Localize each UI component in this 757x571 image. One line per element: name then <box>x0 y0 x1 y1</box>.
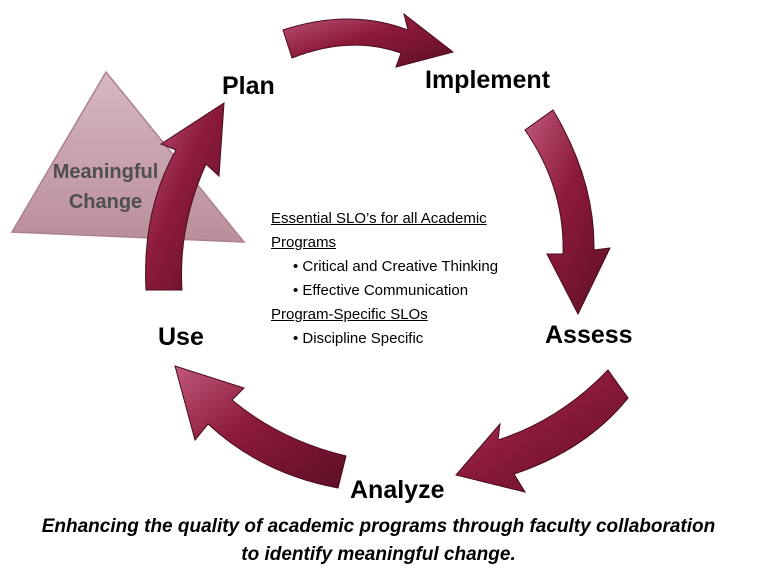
arrow-use-to-plan <box>145 102 225 291</box>
program-specific-heading: Program-Specific SLOs <box>271 306 428 323</box>
arrow-analyze-to-use <box>174 365 347 489</box>
essential-slo-heading-line-1: Essential SLO’s for all Academic <box>271 210 487 227</box>
meaningful-change-label: Meaningful Change <box>28 157 183 217</box>
stage-plan: Plan <box>222 72 275 100</box>
slo-text-box: Essential SLO’s for all Academic Program… <box>271 207 546 351</box>
stage-assess: Assess <box>545 321 633 349</box>
arrow-assess-to-analyze <box>455 369 629 493</box>
caption-line-2: to identify meaningful change. <box>241 544 516 565</box>
caption-line-1: Enhancing the quality of academic progra… <box>41 516 716 537</box>
meaningful-change-line-2: Change <box>68 191 143 213</box>
slo-bullet-communication: • Effective Communication <box>293 282 469 299</box>
stage-use: Use <box>158 323 204 351</box>
caption: Enhancing the quality of academic progra… <box>0 513 757 569</box>
slo-bullet-critical-thinking: • Critical and Creative Thinking <box>293 258 499 275</box>
stage-implement: Implement <box>425 66 551 94</box>
stage-analyze: Analyze <box>350 476 445 504</box>
meaningful-change-line-1: Meaningful <box>52 161 159 183</box>
slo-bullet-discipline: • Discipline Specific <box>293 330 424 347</box>
essential-slo-heading-line-2: Programs <box>271 234 337 251</box>
arrow-implement-to-assess <box>524 109 611 316</box>
arrow-plan-to-implement <box>282 12 455 68</box>
